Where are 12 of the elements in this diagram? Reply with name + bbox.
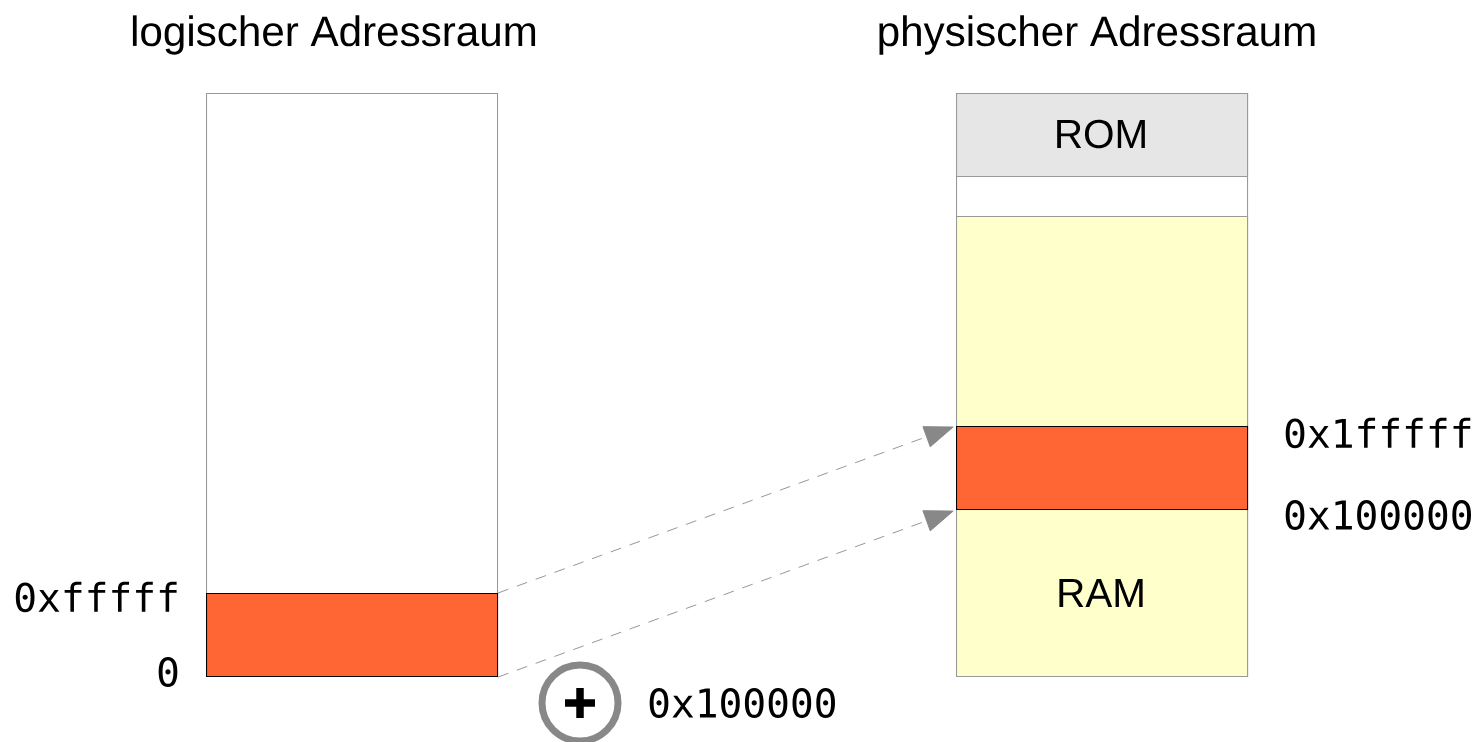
arrow (497, 510, 954, 678)
address-label: 0xfffff (15, 581, 177, 613)
address-label: 0 (158, 657, 178, 687)
node-label: logischer Adressraum (132, 15, 536, 55)
node-label: physischer Adressraum (879, 15, 1315, 55)
address-label: 0x100000 (649, 688, 835, 718)
arrow (497, 426, 954, 594)
memory-segment (206, 593, 499, 678)
memory-segment (956, 426, 1249, 511)
rom-region: ROM (956, 93, 1249, 178)
address-label: 0x1fffff (1285, 417, 1471, 449)
address-label: 0x100000 (1285, 500, 1471, 530)
